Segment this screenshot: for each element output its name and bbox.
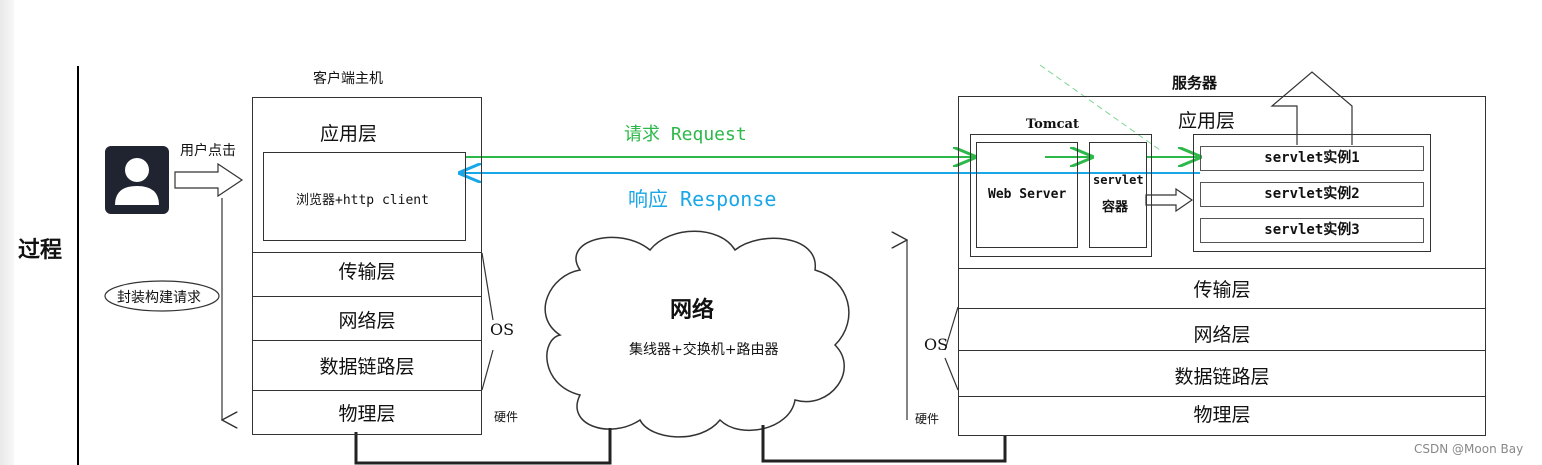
web-server-label: Web Server (988, 187, 1067, 202)
client-layer-network: 网络层 (252, 296, 482, 341)
client-layer-physical: 物理层 (252, 390, 482, 435)
servlet-instances-box (1193, 134, 1431, 252)
server-up-arrow (1270, 71, 1353, 145)
client-app-layer: 应用层 (320, 123, 378, 145)
server-layer-transport: 传输层 (958, 268, 1486, 309)
server-layer-physical: 物理层 (958, 396, 1486, 437)
left-divider-line (77, 66, 79, 465)
servlet-container-label-1: servlet (1093, 173, 1144, 187)
client-host-box (252, 97, 482, 435)
servlet-instance-2: servlet实例2 (1200, 182, 1424, 207)
servlet-instance-3: servlet实例3 (1200, 218, 1424, 243)
browser-box (263, 152, 466, 241)
server-title: 服务器 (1172, 74, 1218, 92)
client-layer-datalink: 数据链路层 (252, 340, 482, 391)
server-layer-network: 网络层 (958, 308, 1486, 351)
physical-connection-line (354, 425, 1007, 465)
encapsulate-label: 封装构建请求 (117, 290, 201, 306)
network-cloud (544, 230, 850, 438)
client-layer-transport: 传输层 (252, 252, 482, 297)
user-click-label: 用户点击 (180, 143, 236, 159)
client-title: 客户端主机 (313, 71, 383, 87)
server-os-brace (944, 306, 959, 391)
user-click-arrow (174, 162, 244, 198)
server-layer-datalink: 数据链路层 (958, 350, 1486, 397)
server-hw-label: 硬件 (915, 412, 940, 426)
user-avatar-icon (105, 146, 169, 214)
left-margin-shade (0, 0, 14, 465)
servlet-container-box (1089, 142, 1147, 248)
servlet-instance-1: servlet实例1 (1200, 146, 1424, 171)
dashed-guide-line (1039, 64, 1161, 151)
watermark: CSDN @Moon Bay (1414, 442, 1524, 456)
servlet-container-label-2: 容器 (1102, 200, 1129, 215)
encapsulate-ellipse (104, 280, 220, 312)
tomcat-label: Tomcat (1026, 117, 1079, 132)
client-hw-label: 硬件 (494, 410, 519, 424)
server-os-label: OS (924, 335, 949, 354)
browser-label: 浏览器+http client (296, 193, 429, 208)
web-server-box (976, 142, 1078, 248)
request-label: 请求 Request (624, 124, 747, 145)
server-box (958, 96, 1486, 436)
client-os-brace (481, 252, 494, 391)
tomcat-box (970, 134, 1152, 257)
response-label: 响应 Response (628, 187, 777, 211)
network-title: 网络 (670, 297, 715, 323)
process-label: 过程 (18, 238, 63, 263)
server-app-layer: 应用层 (1178, 110, 1236, 132)
network-devices: 集线器+交换机+路由器 (629, 342, 779, 358)
client-os-label: OS (490, 320, 515, 339)
